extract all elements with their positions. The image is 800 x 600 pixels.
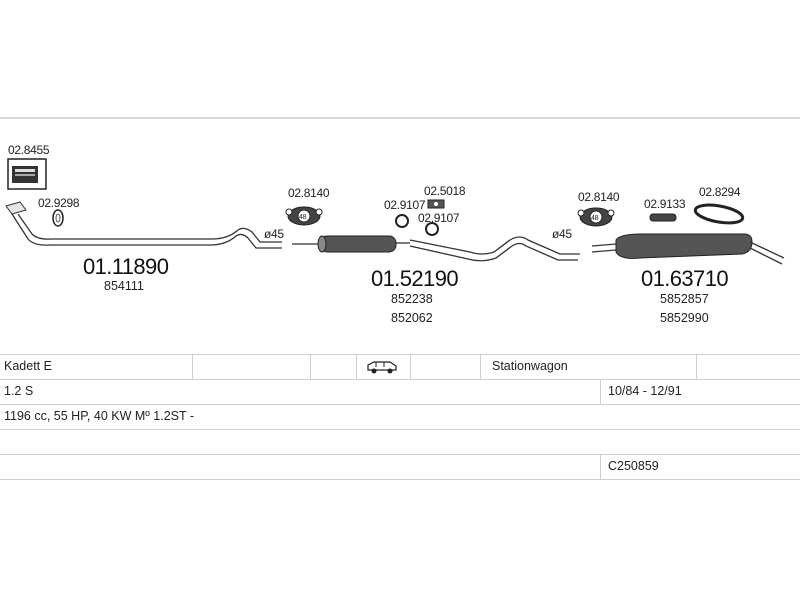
- exhaust-system-diagram: 02.8455 02.9298 01.11890 854111 ø45 02.8…: [5, 143, 785, 325]
- left-gasket-code: 02.9298: [38, 196, 80, 210]
- top-frame-line: [0, 117, 800, 119]
- left-clamp-size: 48: [299, 214, 307, 221]
- intermediate-pipe-icon: [409, 236, 580, 262]
- middle-part-a-code: 02.9107: [384, 198, 426, 212]
- front-pipe-ref-code: 854111: [104, 279, 144, 293]
- vehicle-info-table: Kadett E Stationwagon 1.2 S 10/84 - 12/9…: [0, 354, 800, 480]
- table-row-code: C250859: [0, 454, 800, 480]
- left-clamp-code: 02.8140: [288, 186, 330, 200]
- middle-muffler-ref-1: 852238: [391, 292, 433, 306]
- middle-muffler-ref-2: 852062: [391, 311, 433, 325]
- rear-part-a-code: 02.9133: [644, 197, 686, 211]
- car-icon: [367, 361, 397, 374]
- period-cell: 10/84 - 12/91: [608, 384, 682, 398]
- model-cell: Kadett E: [4, 359, 52, 373]
- catalog-code-cell: C250859: [608, 459, 659, 473]
- middle-muffler-main-code: 01.52190: [371, 266, 458, 291]
- engine-cell: 1.2 S: [4, 384, 34, 398]
- rear-muffler-main-code: 01.63710: [641, 266, 728, 291]
- table-row-engine: 1.2 S 10/84 - 12/91: [0, 379, 800, 404]
- box-code: 02.8455: [8, 143, 50, 157]
- middle-muffler-icon: [292, 235, 410, 253]
- right-clamp-code: 02.8140: [578, 190, 620, 204]
- left-diameter-label: ø45: [264, 227, 284, 241]
- middle-part-c-code: 02.9107: [418, 211, 460, 225]
- table-row-empty: [0, 429, 800, 454]
- middle-clamp-icon: [427, 199, 445, 209]
- front-pipe-main-code: 01.11890: [83, 254, 169, 279]
- rear-hanger-icon: [649, 213, 677, 222]
- middle-part-b-code: 02.5018: [424, 184, 466, 198]
- right-clamp-icon: [577, 207, 615, 227]
- middle-ring-icon: [425, 222, 439, 236]
- rear-gasket-icon: [693, 203, 745, 225]
- rear-gasket-code: 02.8294: [699, 185, 741, 199]
- body-type-cell: Stationwagon: [492, 359, 568, 373]
- specs-cell: 1196 cc, 55 HP, 40 KW Mº 1.2ST -: [4, 409, 195, 423]
- rear-muffler-ref-2: 5852990: [660, 311, 709, 325]
- hardware-kit-box-icon: [7, 158, 47, 190]
- middle-rubber-hanger-icon: [395, 214, 409, 228]
- left-gasket-icon: [52, 209, 64, 227]
- table-row-specs: 1196 cc, 55 HP, 40 KW Mº 1.2ST -: [0, 404, 800, 429]
- rear-muffler-ref-1: 5852857: [660, 292, 709, 306]
- right-diameter-label: ø45: [552, 227, 572, 241]
- left-clamp-icon: [285, 206, 323, 226]
- table-row-model: Kadett E Stationwagon: [0, 354, 800, 379]
- rear-muffler-icon: [591, 233, 785, 265]
- front-pipe-icon: [5, 201, 282, 249]
- right-clamp-size: 48: [591, 215, 599, 222]
